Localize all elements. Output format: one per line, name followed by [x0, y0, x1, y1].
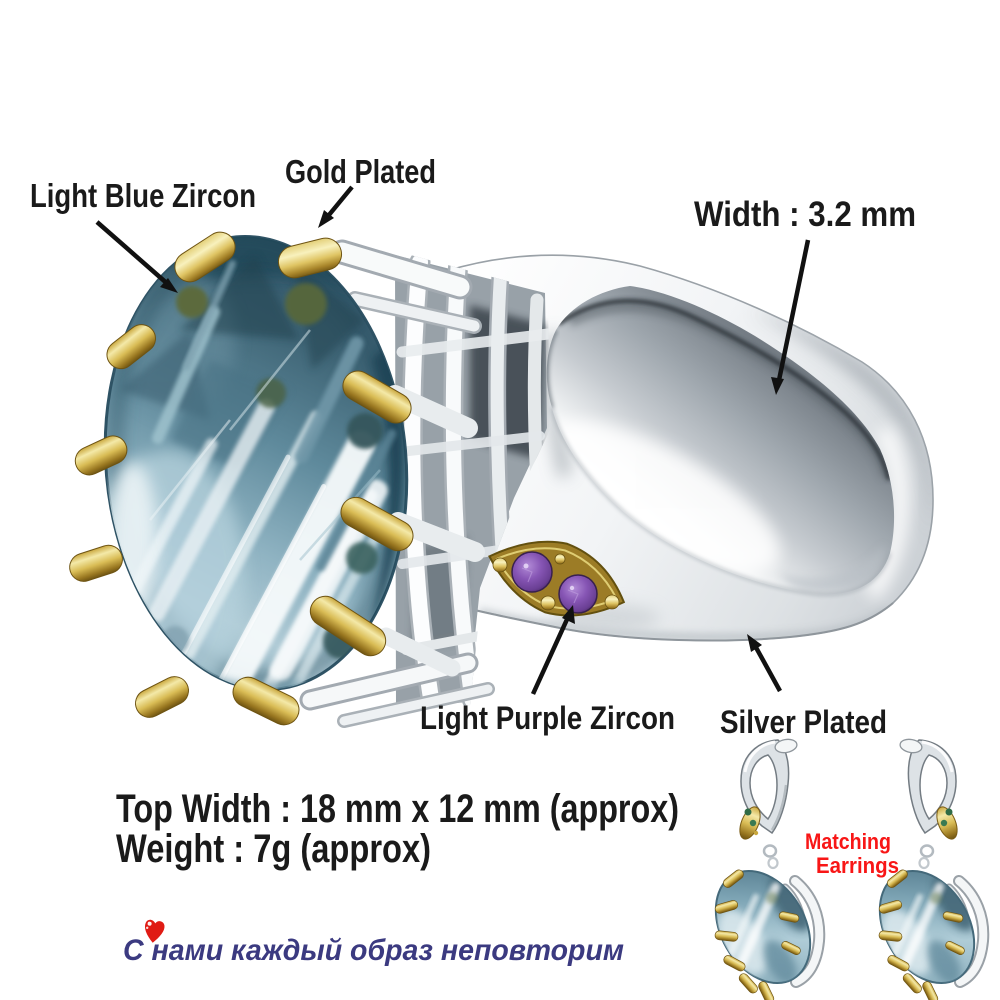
svg-text:Width : 3.2 mm: Width : 3.2 mm [694, 195, 916, 234]
svg-text:Light Purple Zircon: Light Purple Zircon [420, 700, 675, 736]
svg-text:Matching: Matching [805, 829, 891, 854]
svg-text:Light Blue Zircon: Light Blue Zircon [30, 177, 256, 214]
svg-text:Gold Plated: Gold Plated [285, 153, 436, 190]
svg-text:С нами каждый образ неповторим: С нами каждый образ неповторим [123, 934, 624, 967]
svg-text:Weight : 7g (approx): Weight : 7g (approx) [116, 827, 431, 871]
svg-text:Silver Plated: Silver Plated [720, 704, 887, 740]
svg-text:Top Width : 18 mm x 12 mm (app: Top Width : 18 mm x 12 mm (approx) [116, 787, 679, 831]
svg-text:Earrings: Earrings [816, 853, 899, 878]
